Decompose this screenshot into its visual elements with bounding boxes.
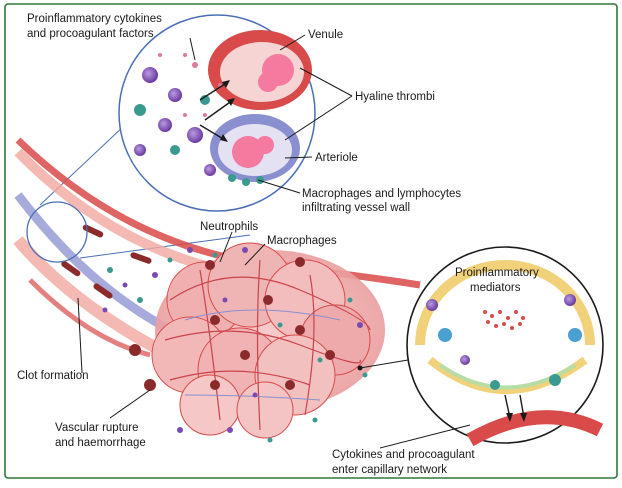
label-clot-formation: Clot formation [17,370,89,382]
label-macrophages-lymphocytes-1: Macrophages and lymphocytes [302,188,462,200]
label-proinflammatory-mediators-2: mediators [470,282,521,294]
label-arteriole: Arteriole [315,152,358,164]
capillary-inset-circle [406,246,604,447]
label-macrophages: Macrophages [267,235,337,247]
alveolar-cluster [129,242,385,439]
leader-lines [77,34,471,449]
label-venule: Venule [308,29,344,41]
label-hyaline-thrombi: Hyaline thrombi [355,91,435,103]
label-macrophages-lymphocytes-2: infiltrating vessel wall [302,202,411,214]
magnifier-small-circle [26,201,88,263]
label-proinflammatory-mediators-1: Proinflammatory [455,267,539,279]
label-procoagulant-factors: and procoagulant factors [27,28,154,40]
label-proinflammatory-cytokines: Proinflammatory cytokines [27,13,162,25]
label-cytokines-enter-2: enter capillary network [332,464,448,476]
callout-line-bottom [79,234,251,259]
label-vascular-rupture-2: and haemorrhage [55,437,146,449]
connector-dot [357,365,363,371]
label-vascular-rupture-1: Vascular rupture [55,422,139,434]
label-neutrophils: Neutrophils [200,221,259,233]
scattered-cells [102,247,368,443]
vessel-inset-circle [118,14,316,212]
label-cytokines-enter-1: Cytokines and procoagulant [332,449,475,461]
